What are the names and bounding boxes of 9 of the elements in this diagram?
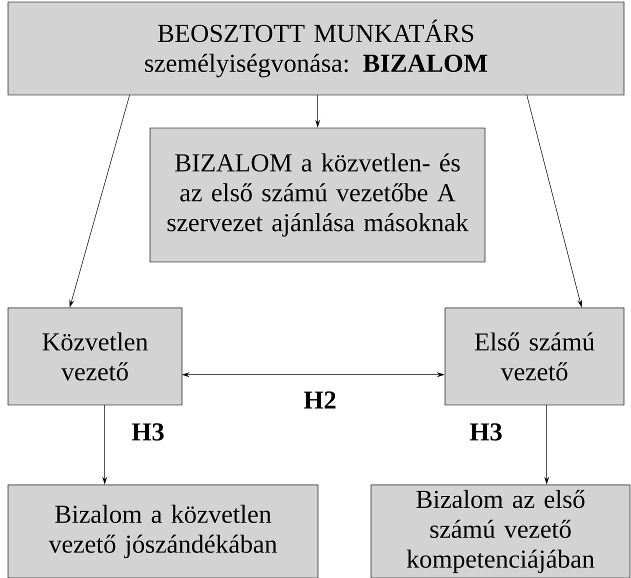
edge-label: H2 xyxy=(304,391,336,409)
text-box: Közvetlen vezető xyxy=(8,308,182,406)
text-box: Bizalom az első számú vezető kompetenciájában xyxy=(370,484,630,578)
text-box: Első számú vezető xyxy=(444,308,624,406)
text-box: BEOSZTOTT MUNKATÁRS személyiségvonása: BIZALOM xyxy=(8,2,624,96)
text-box: Bizalom a közvetlen vezető jószándékában xyxy=(8,484,318,578)
edge-label: H3 xyxy=(132,423,164,441)
text-box: BIZALOM a közvetlen- és az első számú vezetőbe A szervezet ajánlása másoknak xyxy=(150,128,486,262)
edge-label: H3 xyxy=(470,423,502,441)
